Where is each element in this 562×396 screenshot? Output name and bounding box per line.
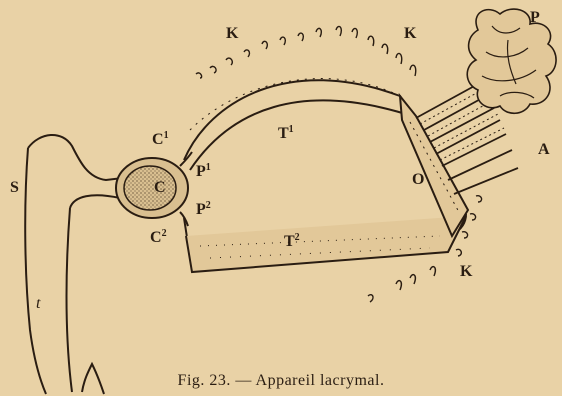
label-p1-sup: 1 <box>206 162 211 173</box>
lacrimal-sac <box>116 158 188 218</box>
label-c1-base: C <box>152 131 164 148</box>
label-k-bottom: K <box>460 264 472 280</box>
figure-caption: Fig. 23. — Appareil lacrymal. <box>0 372 562 390</box>
label-t2-base: T <box>284 233 295 250</box>
label-c1-sup: 1 <box>164 130 169 141</box>
label-k-left: K <box>226 26 238 42</box>
label-a: A <box>538 142 550 158</box>
label-k-right: K <box>404 26 416 42</box>
label-s: S <box>10 180 19 196</box>
label-p2: P2 <box>196 202 211 218</box>
label-t1-base: T <box>278 125 289 142</box>
label-c1: C1 <box>152 132 169 148</box>
label-t2-sup: 2 <box>295 232 300 243</box>
label-o: O <box>412 172 424 188</box>
label-p1-base: P <box>196 163 206 180</box>
label-p2-sup: 2 <box>206 200 211 211</box>
label-c2-sup: 2 <box>162 228 167 239</box>
lower-canaliculus <box>184 214 466 272</box>
label-t: t <box>36 296 40 312</box>
lacrimal-gland <box>467 9 556 113</box>
label-p1: P1 <box>196 164 211 180</box>
excretory-duct-band <box>400 96 468 236</box>
label-c: C <box>154 180 166 196</box>
label-p2-base: P <box>196 201 206 218</box>
label-t2: T2 <box>284 234 300 250</box>
label-t1: T1 <box>278 126 294 142</box>
label-c2-base: C <box>150 229 162 246</box>
label-p-gland: P <box>530 10 540 26</box>
label-t1-sup: 1 <box>289 124 294 135</box>
label-c2: C2 <box>150 230 167 246</box>
upper-canaliculus <box>184 79 412 170</box>
